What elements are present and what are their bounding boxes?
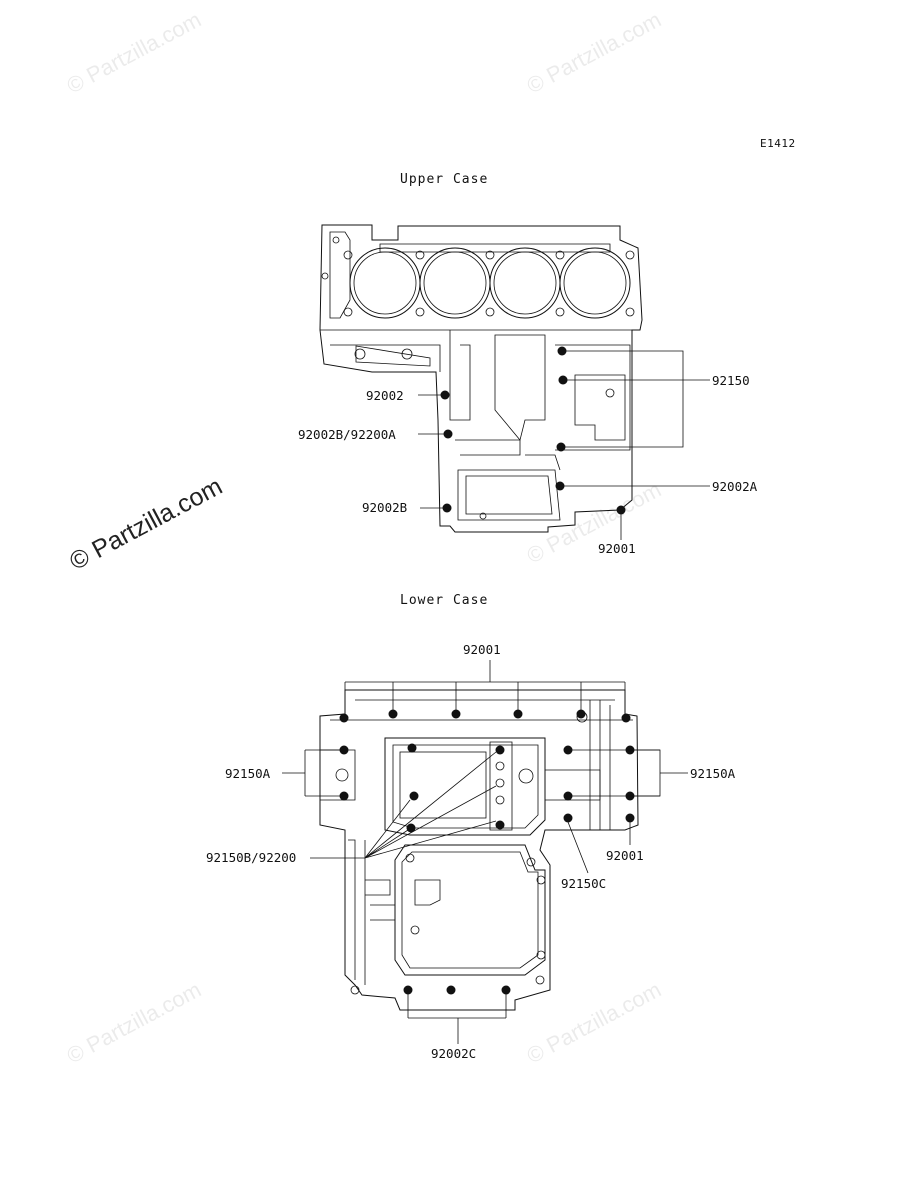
callout-92150b-92200: 92150B/92200 [206, 850, 296, 865]
diagram-code: E1412 [760, 137, 796, 150]
callout-92150a-right: 92150A [690, 766, 736, 781]
upper-case-drawing [319, 224, 710, 540]
callout-92002b: 92002B [362, 500, 407, 515]
callout-92002: 92002 [366, 388, 404, 403]
callout-92001-upper: 92001 [598, 541, 636, 556]
callout-92002b-92200a: 92002B/92200A [298, 427, 396, 442]
callout-92002a: 92002A [712, 479, 758, 494]
callout-92150a-left: 92150A [225, 766, 271, 781]
upper-case-title: Upper Case [400, 172, 489, 187]
callout-92001-lower-right: 92001 [606, 848, 644, 863]
lower-case-drawing [282, 660, 688, 1044]
callout-92150: 92150 [712, 373, 750, 388]
callout-92001-lower-top: 92001 [463, 642, 501, 657]
lower-case-title: Lower Case [400, 593, 489, 608]
callout-92002c: 92002C [431, 1046, 476, 1061]
callout-92150c: 92150C [561, 876, 606, 891]
